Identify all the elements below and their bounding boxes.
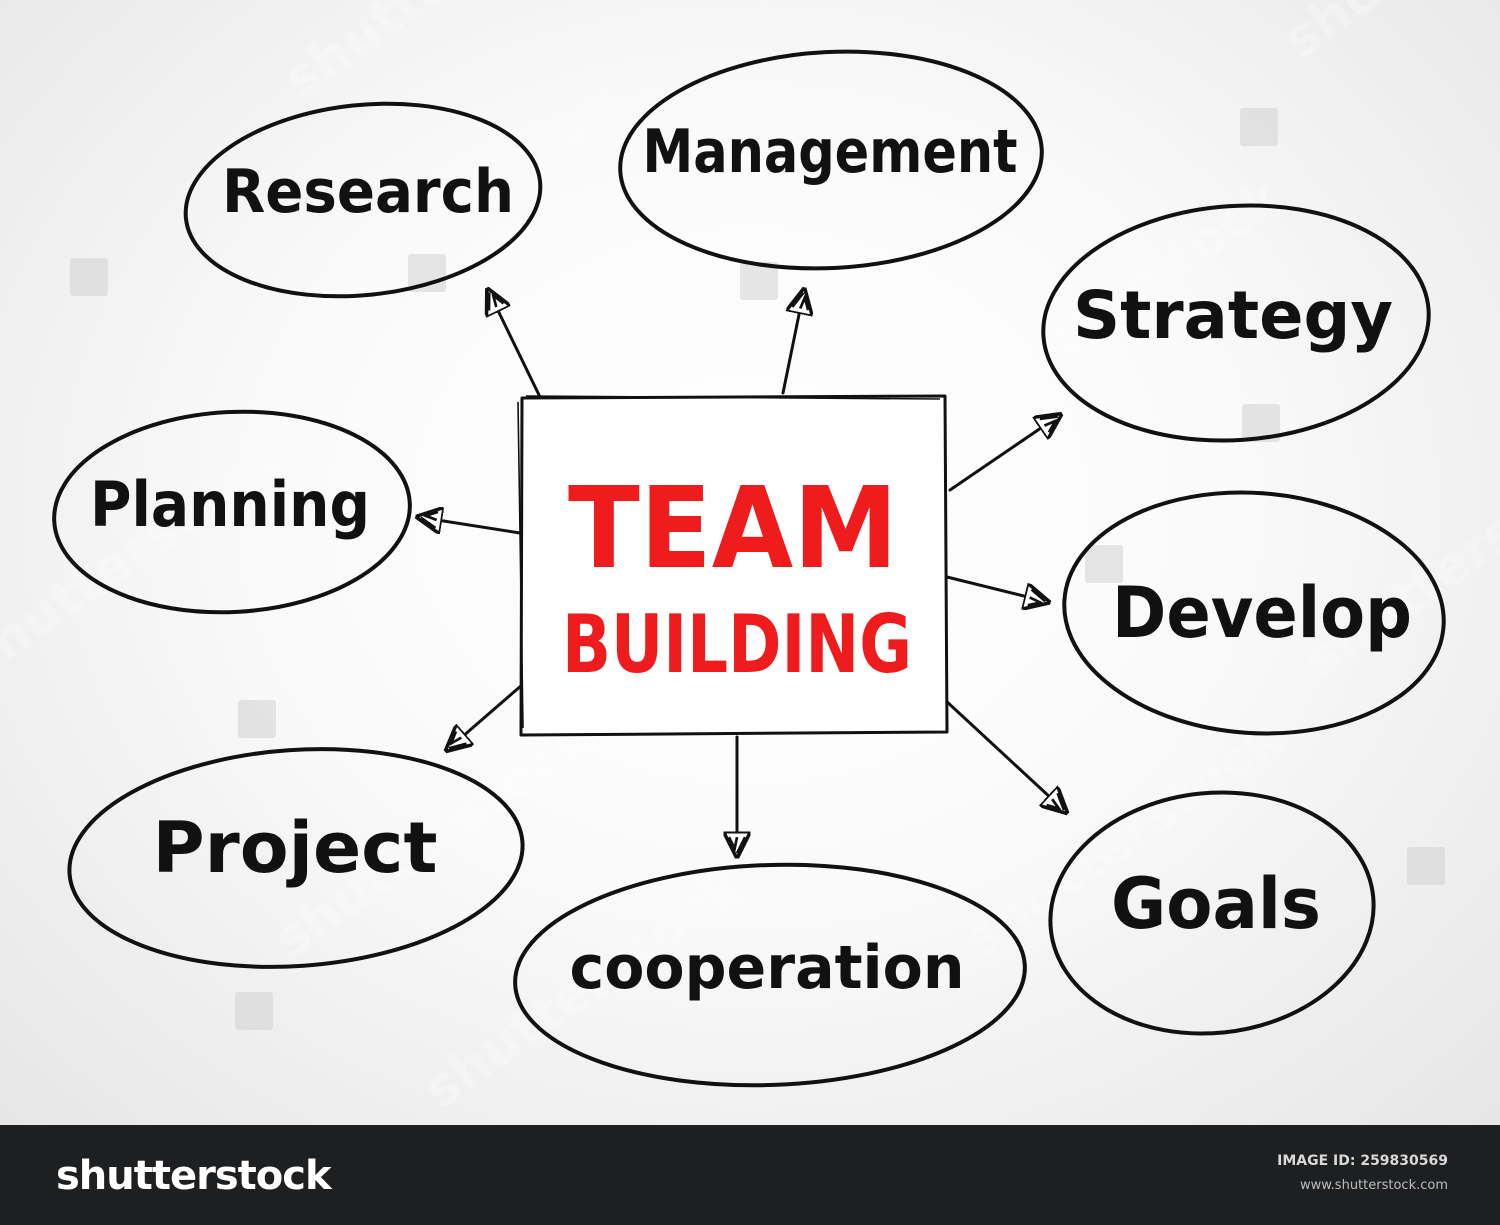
mind-map-canvas: shutterstock shutterstock shutterstock s… bbox=[0, 0, 1500, 1125]
watermark-icons bbox=[70, 108, 1445, 1030]
node-research: Research bbox=[183, 101, 543, 299]
node-project: Project bbox=[67, 747, 525, 969]
center-box: TEAM BUILDING bbox=[517, 394, 949, 737]
node-research-label: Research bbox=[222, 157, 514, 227]
node-project-label: Project bbox=[153, 807, 438, 889]
node-ellipse bbox=[513, 862, 1027, 1088]
node-goals: Goals bbox=[1048, 790, 1376, 1036]
connector-project bbox=[447, 683, 524, 750]
image-id-label: IMAGE ID: bbox=[1277, 1153, 1356, 1169]
node-ellipse bbox=[67, 747, 525, 969]
connector-goals bbox=[943, 698, 1066, 812]
node-goals-label: Goals bbox=[1111, 863, 1321, 945]
watermark-icon bbox=[1085, 545, 1123, 583]
node-cooperation: cooperation bbox=[513, 862, 1027, 1088]
mind-map-diagram: shutterstock shutterstock shutterstock s… bbox=[0, 0, 1500, 1088]
node-management: Management bbox=[618, 49, 1044, 271]
watermark-text: shutterstock bbox=[0, 427, 294, 691]
connector-group bbox=[418, 290, 1066, 856]
watermark-icon bbox=[70, 258, 108, 296]
connector-planning bbox=[418, 517, 522, 535]
watermark-text: shutterstock bbox=[273, 0, 614, 111]
node-develop-label: Develop bbox=[1112, 572, 1412, 654]
image-id: IMAGE ID: 259830569 bbox=[1277, 1153, 1448, 1169]
image-id-value: 259830569 bbox=[1360, 1153, 1448, 1169]
node-ellipse bbox=[52, 409, 412, 615]
node-ellipse bbox=[1062, 490, 1446, 736]
watermark-icon bbox=[1240, 108, 1278, 146]
watermark-text: shutterstock bbox=[1273, 0, 1500, 71]
watermark-icon bbox=[238, 700, 276, 738]
node-planning-label: Planning bbox=[90, 468, 370, 541]
connector-research bbox=[488, 290, 542, 399]
connector-develop bbox=[945, 575, 1048, 602]
node-ellipse bbox=[1048, 790, 1376, 1036]
connector-strategy bbox=[948, 415, 1060, 492]
watermark-contributor: dizain bbox=[559, 82, 613, 152]
node-management-label: Management bbox=[643, 117, 1018, 187]
node-develop: Develop bbox=[1062, 490, 1446, 736]
watermark-contributor: dizain bbox=[399, 522, 453, 592]
watermark-icon bbox=[1242, 404, 1280, 442]
node-strategy: Strategy bbox=[1041, 203, 1431, 443]
center-title-line2: BUILDING bbox=[562, 598, 912, 691]
node-planning: Planning bbox=[52, 409, 412, 615]
node-strategy-label: Strategy bbox=[1073, 277, 1393, 354]
node-ellipse bbox=[183, 101, 543, 299]
node-ellipse bbox=[1041, 203, 1431, 443]
footer-bar: shutterstock IMAGE ID: 259830569 www.shu… bbox=[0, 1125, 1500, 1225]
watermark-icon bbox=[1407, 847, 1445, 885]
node-ellipse bbox=[618, 49, 1044, 271]
watermark-icon bbox=[235, 992, 273, 1030]
footer-logo: shutterstock bbox=[56, 1153, 332, 1199]
node-cooperation-label: cooperation bbox=[570, 933, 965, 1003]
center-title-line1: TEAM bbox=[568, 464, 898, 594]
connector-management bbox=[781, 290, 804, 395]
footer-site: www.shutterstock.com bbox=[1299, 1178, 1448, 1193]
watermark-icon bbox=[740, 262, 778, 300]
